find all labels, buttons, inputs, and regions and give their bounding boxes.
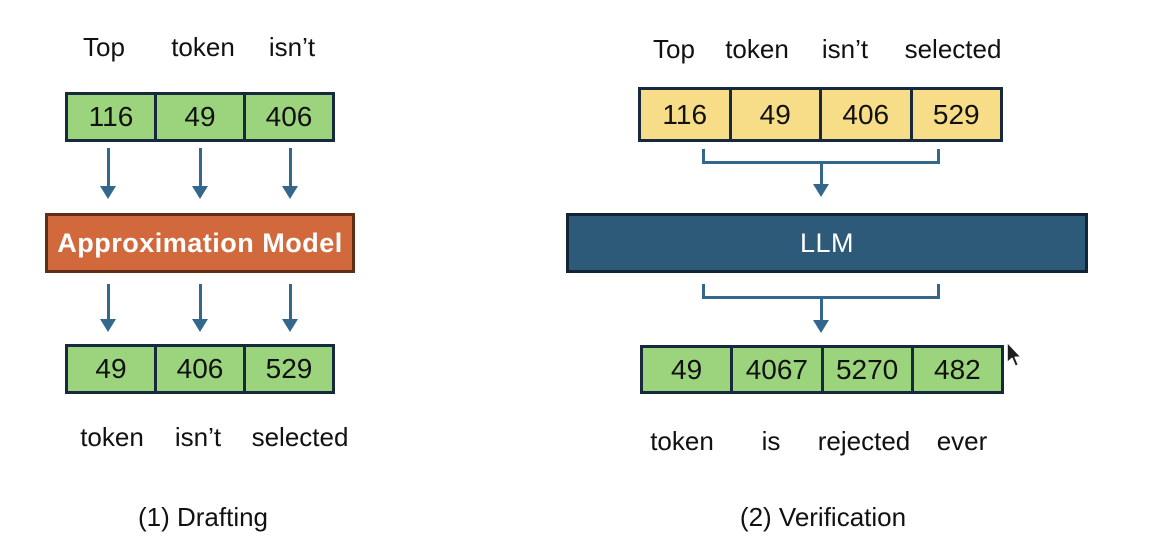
draft-top-label-3: isn’t [268,32,316,62]
token-cell: 406 [154,347,243,391]
verification-caption: (2) Verification [739,502,907,532]
down-arrow-icon [813,298,829,333]
draft-top-label-1: Top [83,32,125,62]
llm-box: LLM [566,213,1088,273]
verify-top-label-2: token [725,34,789,64]
draft-top-label-2: token [171,32,235,62]
token-cell: 406 [819,90,910,139]
token-cell: 5270 [820,348,911,391]
verify-bottom-label-1: token [650,426,714,456]
down-arrow-icon [813,163,829,197]
token-cell: 49 [643,348,731,391]
down-arrow-icon [100,148,116,199]
verify-top-label-4: selected [904,34,1002,64]
approximation-model-label: Approximation Model [57,227,343,258]
verify-output-token-row: 49 4067 5270 482 [640,345,1004,394]
draft-bottom-label-1: token [80,422,144,452]
token-cell: 482 [910,348,1001,391]
down-arrow-icon [282,284,298,332]
verify-bottom-label-2: is [761,426,781,456]
verify-bottom-label-4: ever [936,426,988,456]
token-cell: 116 [641,90,729,139]
drafting-caption: (1) Drafting [137,502,269,532]
token-cell: 49 [728,90,819,139]
token-cell: 529 [243,347,332,391]
token-cell: 116 [68,95,154,139]
approximation-model-box: Approximation Model [45,213,355,273]
draft-bottom-label-3: selected [251,422,349,452]
gather-bracket [702,149,940,164]
down-arrow-icon [282,148,298,199]
down-arrow-icon [100,284,116,332]
token-cell: 406 [243,95,332,139]
verify-input-token-row: 116 49 406 529 [638,87,1003,142]
token-cell: 4067 [730,348,821,391]
gather-bracket [702,284,940,299]
llm-label: LLM [799,227,855,258]
token-cell: 49 [68,347,154,391]
mouse-cursor-icon [1006,341,1023,368]
draft-bottom-label-2: isn’t [174,422,222,452]
verify-top-label-1: Top [653,34,695,64]
verify-top-label-3: isn’t [821,34,869,64]
token-cell: 529 [909,90,1000,139]
down-arrow-icon [192,284,208,332]
verify-bottom-label-3: rejected [817,426,911,456]
draft-output-token-row: 49 406 529 [65,344,335,394]
token-cell: 49 [154,95,243,139]
draft-input-token-row: 116 49 406 [65,92,335,142]
down-arrow-icon [192,148,208,199]
